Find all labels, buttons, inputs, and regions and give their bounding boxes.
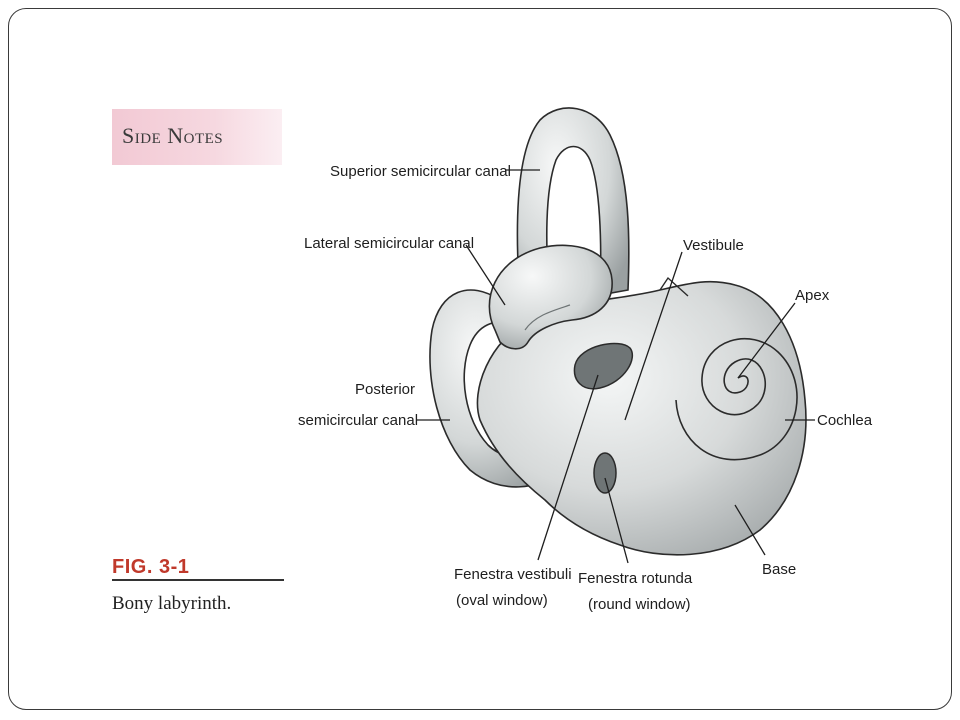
figure-caption: Bony labyrinth. [112, 593, 232, 614]
leader-base [734, 504, 766, 556]
label-fenestra-rotunda-line2: (round window) [588, 596, 691, 613]
side-notes-title: Side Notes [122, 123, 224, 148]
label-posterior-line1: Posterior [355, 381, 415, 398]
figure-number: FIG. 3-1 [112, 556, 190, 578]
label-cochlea: Cochlea [817, 412, 873, 429]
leader-apex [737, 302, 796, 379]
lateral-canal [488, 244, 613, 350]
side-notes-banner: Side Notes [112, 109, 282, 165]
leader-round [604, 477, 629, 564]
label-apex: Apex [795, 287, 830, 304]
label-lateral-canal: Lateral semicircular canal [304, 235, 474, 252]
label-fenestra-vestibuli-line1: Fenestra vestibuli [454, 566, 572, 583]
oval-window [573, 342, 634, 390]
label-fenestra-rotunda-line1: Fenestra rotunda [578, 570, 693, 587]
figure-rule [112, 579, 284, 581]
leader-lateral [465, 244, 506, 306]
leader-vestibule [624, 251, 683, 421]
leader-oval [537, 374, 599, 561]
label-fenestra-vestibuli-line2: (oval window) [456, 592, 548, 609]
round-window [593, 452, 617, 494]
label-posterior-line2: semicircular canal [298, 412, 418, 429]
leader-lines [416, 169, 815, 564]
label-vestibule: Vestibule [683, 237, 744, 254]
label-superior-canal: Superior semicircular canal [330, 163, 511, 180]
cochlea-spiral [675, 337, 798, 461]
label-base: Base [762, 561, 796, 578]
